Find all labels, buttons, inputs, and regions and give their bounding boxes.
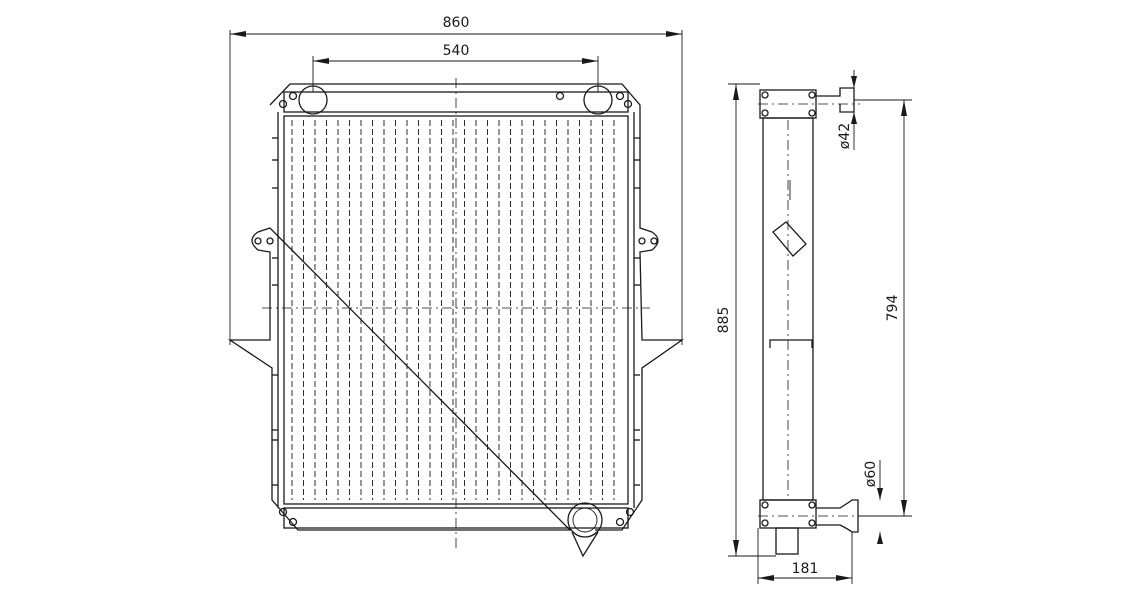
outlet-pipe (567, 502, 603, 538)
side-drain (775, 527, 799, 555)
side-top-pipe (816, 87, 855, 113)
outlet-pipe-inner (572, 507, 598, 533)
side-view: 885 794 ø42 ø60 181 (716, 70, 912, 584)
side-mount-ticks (272, 137, 640, 486)
front-view: 860 540 (227, 15, 685, 558)
frame-outline (227, 83, 685, 531)
side-label-plate (772, 221, 807, 257)
dim-depth: 181 (792, 561, 819, 577)
side-bolts (761, 91, 816, 527)
dim-inlet-spacing: 540 (443, 43, 470, 59)
dim-overall-width: 860 (443, 15, 470, 31)
corner-bolts (254, 91, 658, 527)
dim-bottom-pipe-diameter: ø60 (863, 461, 879, 487)
dim-overall-height: 885 (716, 307, 732, 334)
drain-spout (571, 531, 599, 558)
dim-core-height: 794 (885, 295, 901, 322)
core-fins (291, 120, 615, 500)
side-bracket (769, 339, 813, 348)
dim-top-pipe-diameter: ø42 (837, 123, 853, 149)
